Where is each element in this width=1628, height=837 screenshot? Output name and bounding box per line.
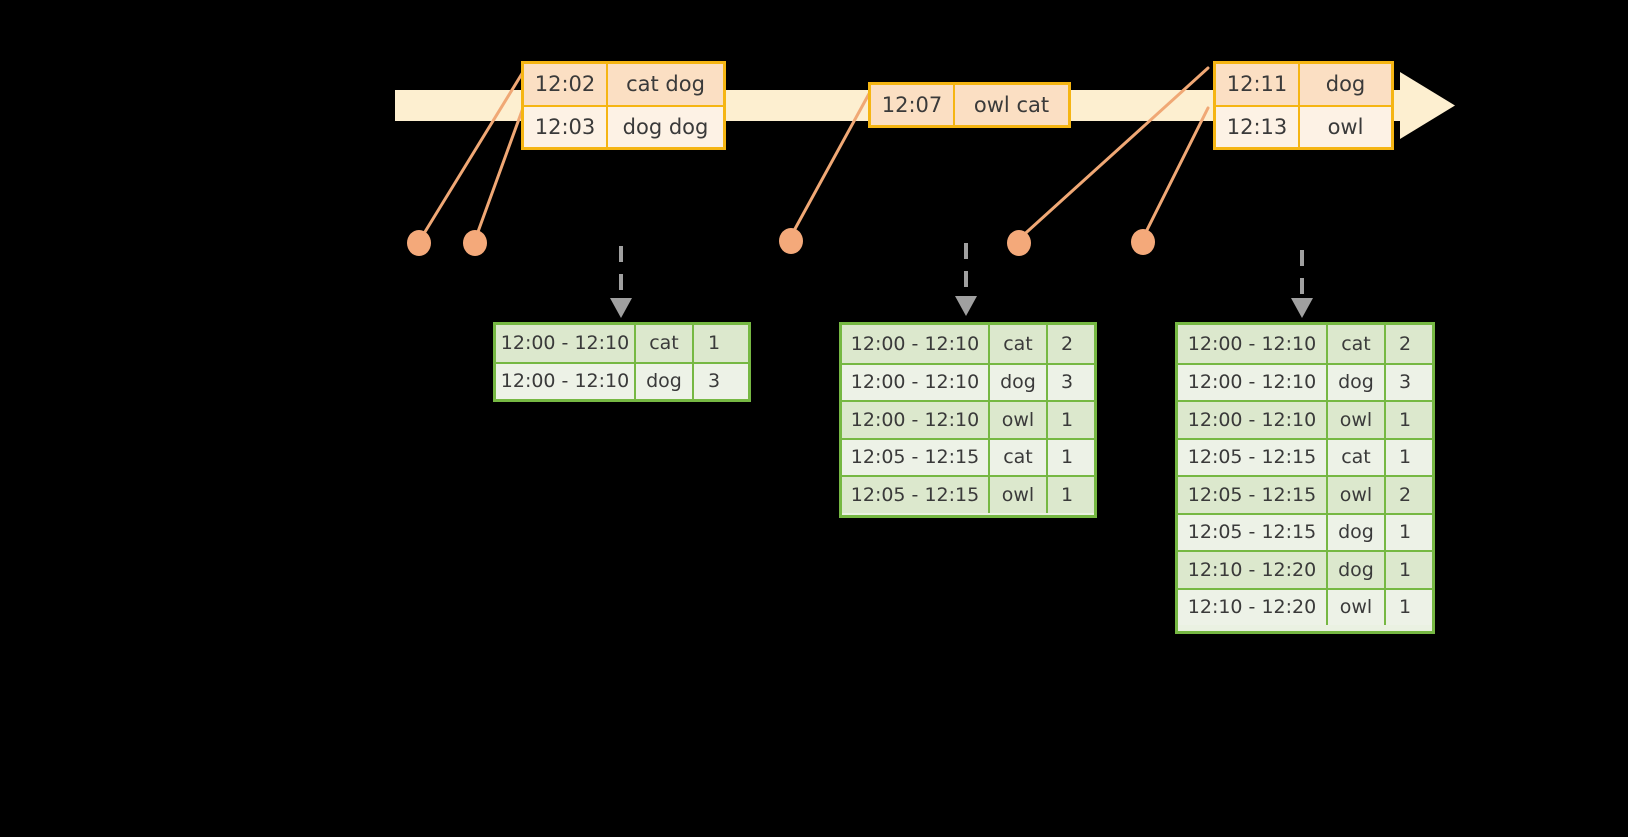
table-row[interactable]: 12:10 - 12:20 dog 1 [1178,550,1432,588]
result-table-2[interactable]: 12:00 - 12:10 cat 2 12:00 - 12:10 dog 3 … [839,322,1097,518]
cell-count: 1 [1398,408,1412,431]
dot-4 [1007,230,1031,256]
cell-key: cat [1328,325,1386,363]
cell-count: 2 [1398,332,1412,355]
table-row[interactable]: 12:05 - 12:15 owl 1 [842,475,1094,513]
cell-key: cat [636,325,694,362]
cell-count: 3 [1060,371,1074,394]
cell-count: 1 [1398,558,1412,581]
connector-line-3 [788,90,872,240]
cell-window: 12:00 - 12:10 [842,325,990,363]
table-row[interactable]: 12:00 - 12:10 cat 2 [842,325,1094,363]
event-row[interactable]: 12:13 owl [1216,104,1391,147]
result-table-3[interactable]: 12:00 - 12:10 cat 2 12:00 - 12:10 dog 3 … [1175,322,1435,634]
cell-key: owl [1328,402,1386,438]
table-row[interactable]: 12:00 - 12:10 owl 1 [842,400,1094,438]
table-row[interactable]: 12:10 - 12:20 owl 1 [1178,587,1432,625]
cell-key: dog [1328,514,1386,550]
dot-5 [1131,229,1155,255]
dot-2 [463,230,487,256]
event-row[interactable]: 12:02 cat dog [524,64,723,105]
cell-window: 12:05 - 12:15 [842,477,990,513]
event-time: 12:13 [1216,106,1300,147]
cell-key: cat [1328,439,1386,475]
event-words: dog [1325,72,1366,97]
cell-key: cat [990,325,1048,363]
event-words: dog dog [622,114,709,139]
cell-key: owl [1328,589,1386,625]
event-row[interactable]: 12:03 dog dog [524,104,723,147]
table-row[interactable]: 12:00 - 12:10 dog 3 [1178,362,1432,400]
event-row[interactable]: 12:07 owl cat [871,85,1068,125]
connector-line-2 [473,106,525,242]
table-row[interactable]: 12:00 - 12:10 cat 2 [1178,325,1432,363]
dashed-arrow-head-1 [610,298,632,318]
cell-window: 12:10 - 12:20 [1178,552,1328,588]
cell-count: 1 [1398,446,1412,469]
cell-count: 3 [1398,371,1412,394]
cell-count: 2 [1060,332,1074,355]
cell-key: owl [990,477,1048,513]
cell-count: 1 [1060,483,1074,506]
table-row[interactable]: 12:00 - 12:10 dog 3 [496,361,748,399]
dashed-arrow-head-2 [955,296,977,316]
cell-window: 12:00 - 12:10 [842,364,990,400]
cell-window: 12:05 - 12:15 [1178,439,1328,475]
table-row[interactable]: 12:00 - 12:10 owl 1 [1178,400,1432,438]
event-time: 12:07 [871,85,955,125]
cell-window: 12:05 - 12:15 [842,439,990,475]
table-row[interactable]: 12:00 - 12:10 dog 3 [842,362,1094,400]
cell-window: 12:00 - 12:10 [1178,402,1328,438]
dot-1 [407,230,431,256]
cell-window: 12:00 - 12:10 [496,363,636,399]
table-row[interactable]: 12:05 - 12:15 cat 1 [1178,437,1432,475]
cell-window: 12:05 - 12:15 [1178,477,1328,513]
cell-window: 12:00 - 12:10 [496,325,636,362]
cell-key: owl [1328,477,1386,513]
cell-key: dog [636,363,694,399]
cell-key: dog [1328,364,1386,400]
cell-window: 12:00 - 12:10 [842,402,990,438]
event-group-1[interactable]: 12:02 cat dog 12:03 dog dog [521,61,726,150]
table-row[interactable]: 12:00 - 12:10 cat 1 [496,325,748,362]
connector-line-1 [418,70,525,242]
connector-line-5 [1140,106,1210,242]
table-row[interactable]: 12:05 - 12:15 dog 1 [1178,512,1432,550]
cell-window: 12:00 - 12:10 [1178,364,1328,400]
cell-count: 2 [1398,483,1412,506]
cell-window: 12:10 - 12:20 [1178,589,1328,625]
event-group-3[interactable]: 12:11 dog 12:13 owl [1213,61,1394,150]
event-words: owl [1327,114,1364,139]
cell-count: 1 [1398,596,1412,619]
cell-window: 12:00 - 12:10 [1178,325,1328,363]
timeline-arrowhead [1400,72,1455,139]
event-row[interactable]: 12:11 dog [1216,64,1391,105]
cell-count: 1 [1060,408,1074,431]
event-time: 12:03 [524,106,608,147]
cell-count: 1 [1398,521,1412,544]
cell-count: 1 [1060,446,1074,469]
dashed-arrow-head-3 [1291,298,1313,318]
event-words: owl cat [973,93,1050,117]
event-words: cat dog [626,72,705,97]
dot-3 [779,228,803,254]
cell-key: owl [990,402,1048,438]
cell-count: 3 [707,370,721,393]
cell-key: dog [990,364,1048,400]
cell-window: 12:05 - 12:15 [1178,514,1328,550]
result-table-1[interactable]: 12:00 - 12:10 cat 1 12:00 - 12:10 dog 3 [493,322,751,402]
table-row[interactable]: 12:05 - 12:15 cat 1 [842,437,1094,475]
cell-key: dog [1328,552,1386,588]
cell-count: 1 [707,332,721,355]
event-time: 12:02 [524,64,608,105]
event-group-2[interactable]: 12:07 owl cat [868,82,1071,128]
table-row[interactable]: 12:05 - 12:15 owl 2 [1178,475,1432,513]
cell-key: cat [990,439,1048,475]
event-time: 12:11 [1216,64,1300,105]
